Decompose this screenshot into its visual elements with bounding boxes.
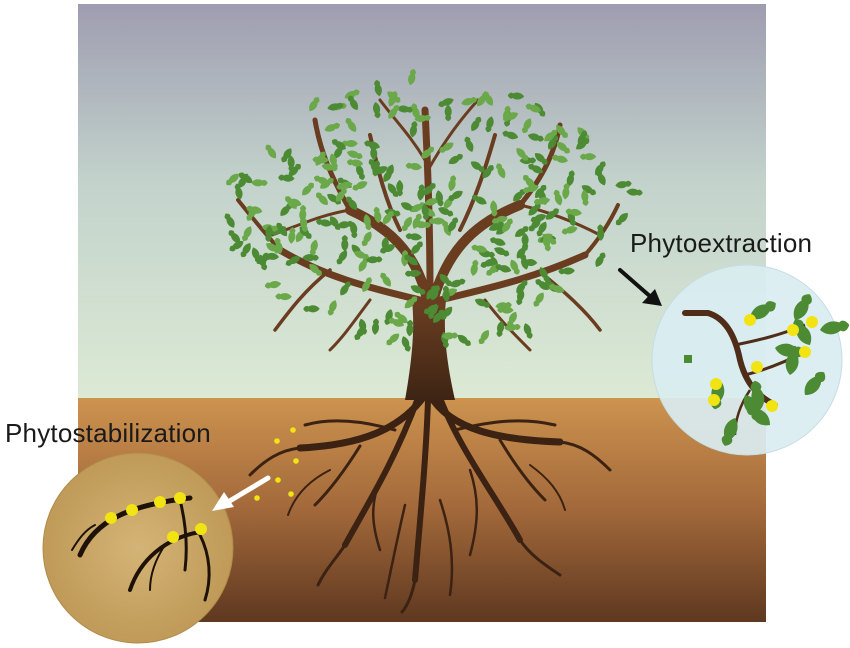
tree-roots (248, 391, 612, 614)
metal-dot (254, 495, 260, 501)
metal-dot (195, 523, 207, 535)
metal-dot (799, 346, 811, 358)
metal-dot (126, 504, 138, 516)
metal-dot (710, 378, 722, 390)
broken-leaf-bit (684, 355, 692, 363)
metal-dot (293, 458, 299, 464)
phytostabilization-label: Phytostabilization (5, 418, 211, 448)
inset-root-1 (77, 495, 193, 558)
arrow-white-icon (212, 475, 271, 511)
soil-metal-dots (254, 427, 299, 501)
metal-dot (751, 361, 763, 373)
metal-dot (275, 477, 281, 483)
inset-root-2 (128, 530, 202, 592)
metal-dot (105, 512, 117, 524)
metal-dot (288, 491, 294, 497)
metal-dot (787, 324, 799, 336)
metal-dot (766, 400, 778, 412)
phytoextraction-inset (651, 264, 850, 456)
accumulated-metal-dots (708, 314, 818, 412)
phytostabilization-inset (42, 452, 234, 644)
arrow-black-icon (618, 268, 662, 306)
phytoextraction-label: Phytoextraction (630, 228, 813, 258)
bound-metal-dots (105, 492, 207, 543)
tree-trunk (405, 300, 455, 400)
metal-dot (154, 496, 166, 508)
metal-dot (167, 531, 179, 543)
metal-dot (744, 314, 756, 326)
metal-dot (174, 492, 186, 504)
metal-dot (806, 316, 818, 328)
metal-dot (274, 438, 280, 444)
metal-dot (290, 427, 296, 433)
metal-dot (708, 394, 720, 406)
